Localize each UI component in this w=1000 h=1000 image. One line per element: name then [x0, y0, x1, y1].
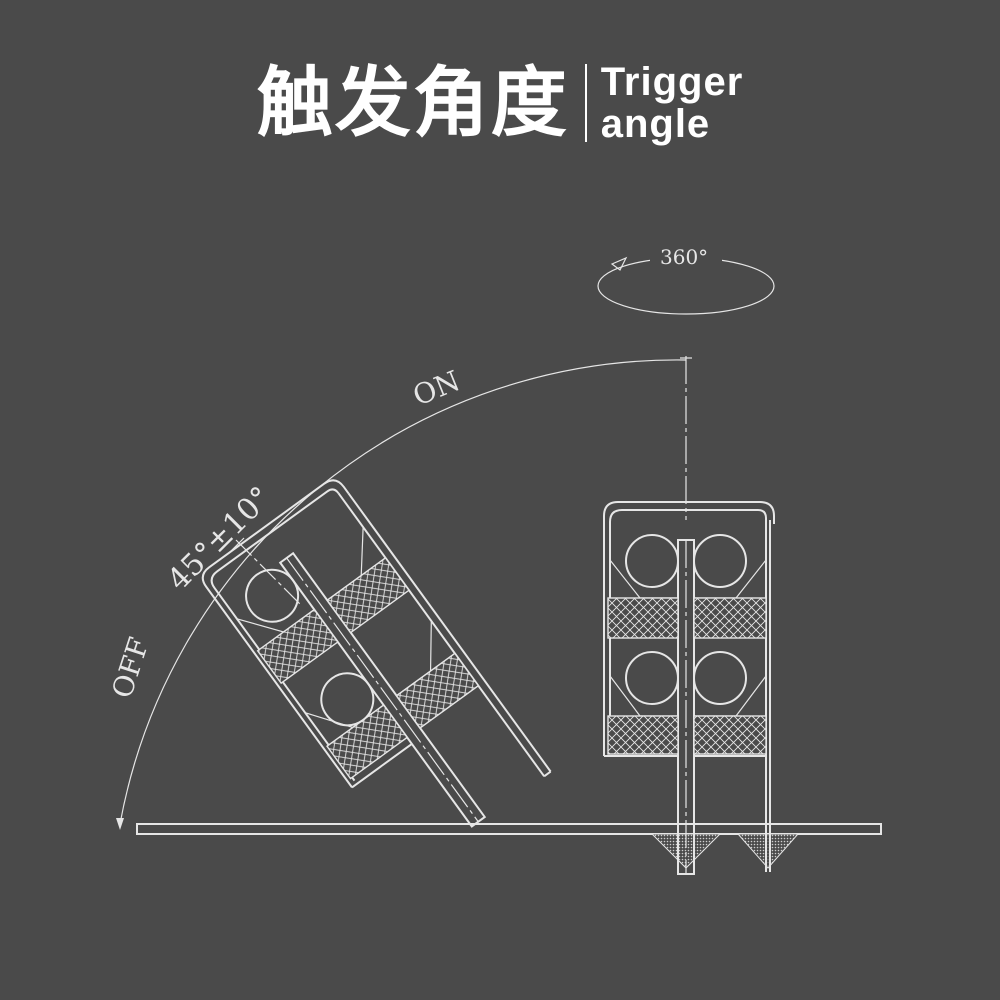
title-english-line2: angle	[600, 101, 711, 146]
rotation-label: 360°	[660, 245, 708, 269]
title-separator	[584, 63, 587, 142]
ground-wedge-right	[736, 833, 800, 869]
ball	[320, 672, 375, 727]
title-english-line1: Trigger	[600, 59, 744, 104]
off-label: OFF	[105, 633, 155, 702]
rotation-indicator: 360°	[597, 242, 775, 315]
ball	[245, 568, 300, 623]
ball	[625, 651, 679, 705]
title-english: Trigger angle	[601, 61, 744, 145]
upright-sensor	[603, 501, 775, 875]
ball	[693, 651, 747, 705]
title-chinese: 触发角度	[256, 57, 569, 147]
tilted-sensor	[201, 479, 552, 828]
title-header: 触发角度 Trigger angle	[0, 55, 1000, 150]
ball	[693, 534, 747, 588]
ball	[625, 534, 679, 588]
base-plate	[136, 823, 882, 835]
